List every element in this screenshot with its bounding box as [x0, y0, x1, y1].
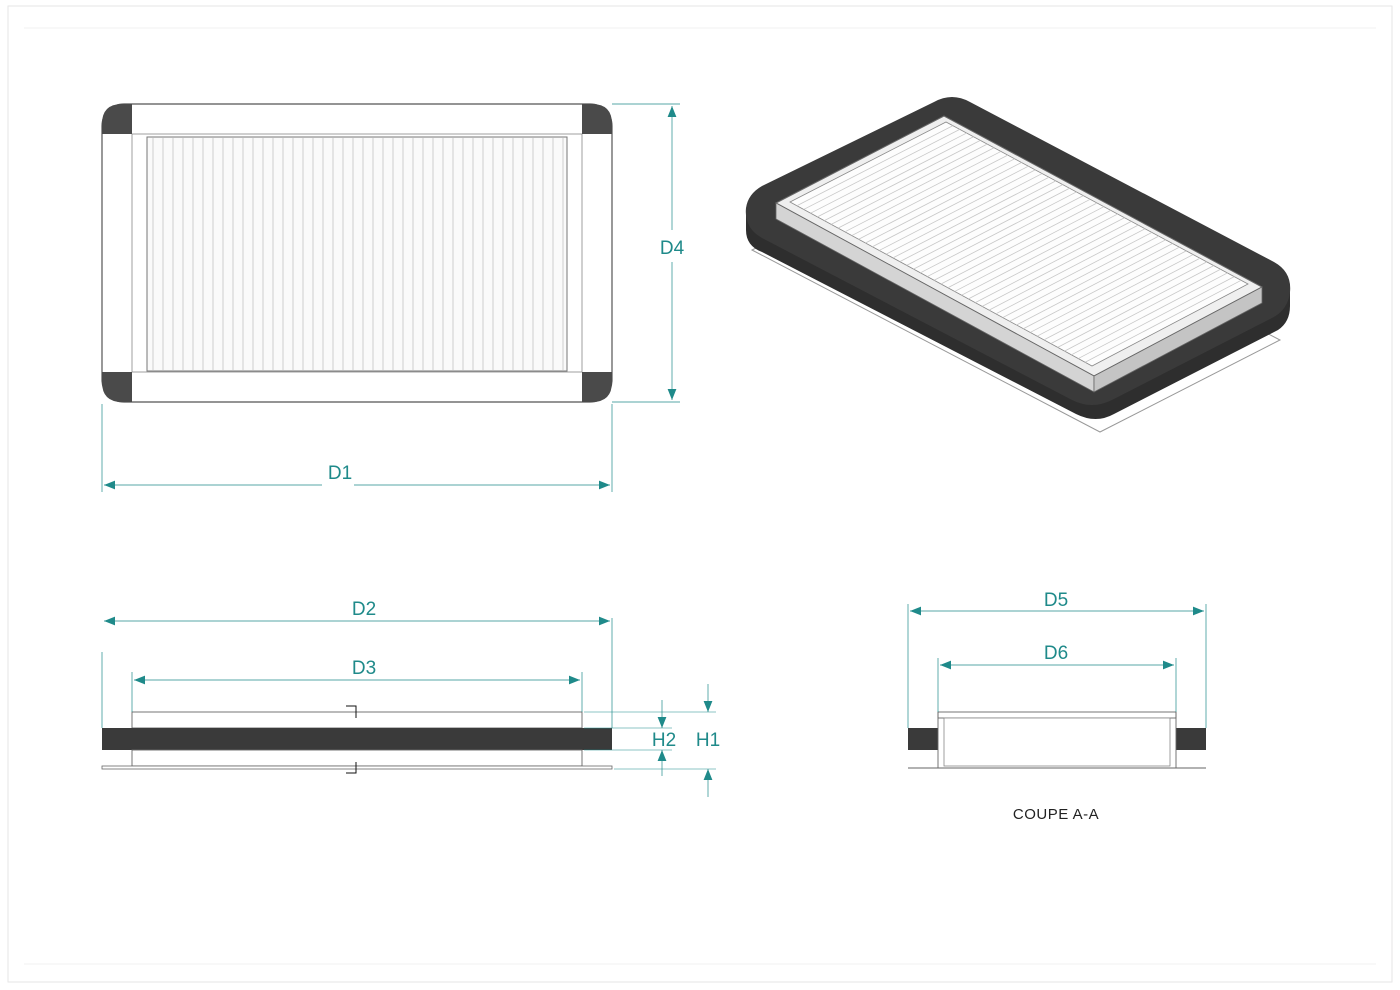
iso-pleat-line: [913, 187, 1070, 270]
side-view-base-plate: [101, 765, 613, 770]
side-view-frame-top: [131, 711, 583, 729]
iso-pleat-line: [1064, 268, 1221, 352]
label-d4: D4: [660, 238, 685, 259]
iso-pleat-line: [1084, 279, 1242, 363]
section-gasket-left: [908, 728, 938, 750]
iso-pleat-line: [947, 206, 1105, 289]
iso-pleat-line: [810, 132, 967, 214]
iso-pleat-line: [1057, 265, 1214, 348]
section-gasket-right: [1176, 728, 1206, 750]
iso-pleat-line: [885, 173, 1043, 255]
side-view-frame-bottom: [131, 749, 583, 767]
section-frame-inner: [943, 717, 1171, 767]
iso-pleat-line: [824, 140, 981, 221]
iso-pleat-line: [940, 202, 1098, 285]
iso-pleat-line: [1078, 276, 1235, 359]
iso-pleat-line: [933, 198, 1091, 281]
iso-pleat-line: [872, 165, 1029, 248]
section-caption: COUPE A-A: [1013, 806, 1099, 823]
pleat-lines: [152, 138, 564, 370]
label-h1: H1: [696, 730, 720, 751]
iso-pleat-line: [995, 232, 1153, 315]
iso-pleat-line: [851, 154, 1008, 236]
dimension-d3: D3: [131, 658, 583, 712]
section-mark-top: [346, 705, 357, 718]
iso-pleat-line: [981, 224, 1139, 307]
top-view-pleat-area: [146, 136, 568, 372]
iso-pleat-line: [988, 228, 1146, 311]
iso-pleat-line: [879, 169, 1036, 251]
iso-pleat-line: [1071, 272, 1228, 356]
iso-pleat-line: [1016, 243, 1173, 326]
iso-pleat-line: [1023, 246, 1180, 330]
isometric-view: [745, 97, 1291, 433]
label-d5: D5: [1044, 590, 1068, 611]
iso-pleat-line: [837, 147, 995, 229]
iso-pleat-line: [817, 136, 974, 218]
iso-pleat-line: [892, 176, 1050, 259]
label-h2: H2: [652, 730, 676, 751]
corner-gasket-top-left: [102, 104, 132, 134]
dimension-h1: H1: [584, 684, 720, 797]
iso-pleat-area: [789, 121, 1249, 367]
iso-pleat-line: [803, 129, 960, 210]
iso-pleat-line: [906, 184, 1063, 266]
top-view-inner-band: [131, 133, 583, 373]
dimension-d5: D5: [907, 590, 1207, 728]
iso-pleat-lines: [796, 125, 1242, 363]
corner-gasket-bottom-left: [102, 372, 132, 402]
iso-pleat-line: [1002, 235, 1159, 318]
dimension-d6: D6: [937, 643, 1177, 712]
iso-pleat-line: [1050, 261, 1208, 344]
iso-pleat-line: [954, 210, 1111, 292]
iso-pleat-line: [1043, 257, 1201, 341]
side-view-gasket: [102, 728, 612, 750]
label-d1: D1: [328, 463, 352, 484]
top-view: [101, 103, 613, 403]
sheet-border: [7, 5, 1393, 983]
iso-pleat-line: [899, 180, 1057, 262]
iso-pleat-line: [968, 217, 1125, 300]
dimension-d4: D4: [612, 103, 685, 403]
iso-pleat-line: [920, 191, 1077, 274]
section-view: COUPE A-A: [908, 711, 1206, 823]
label-d6: D6: [1044, 643, 1068, 664]
iso-pleat-line: [796, 125, 954, 207]
iso-pleat-line: [858, 158, 1015, 240]
dimension-h2: H2: [584, 700, 676, 776]
label-d3: D3: [352, 658, 376, 679]
corner-gasket-bottom-right: [582, 372, 612, 402]
iso-pleat-line: [830, 143, 988, 225]
iso-pleat-line: [1036, 254, 1194, 337]
label-d2: D2: [352, 599, 376, 620]
side-view: [101, 705, 613, 774]
iso-pleat-line: [1030, 250, 1187, 333]
iso-pleat-line: [865, 162, 1022, 244]
section-mark-bottom: [346, 762, 357, 774]
iso-pleat-line: [961, 213, 1118, 296]
corner-gasket-top-right: [582, 104, 612, 134]
iso-frame-rim-side-right: [1093, 286, 1263, 393]
iso-pleat-line: [844, 151, 1002, 233]
iso-pleat-line: [975, 221, 1132, 303]
section-frame-top: [937, 711, 1177, 719]
iso-pleat-line: [1009, 239, 1166, 322]
dimension-d1: D1: [101, 404, 613, 492]
dimension-d2: D2: [101, 599, 613, 728]
iso-pleat-line: [927, 195, 1084, 277]
